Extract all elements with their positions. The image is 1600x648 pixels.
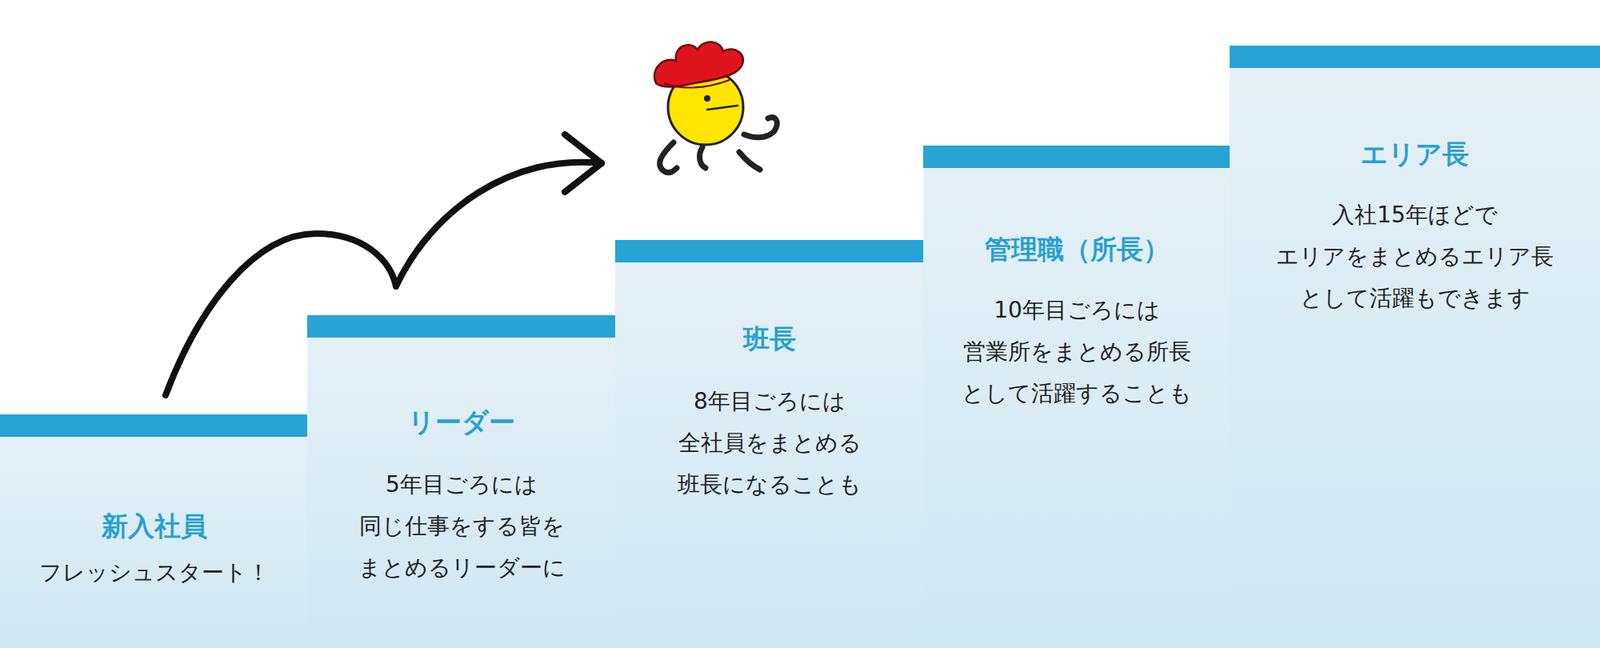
step-description: 8年目ごろには 全社員をまとめる 班長になることも <box>677 380 862 506</box>
career-step: 班長 8年目ごろには 全社員をまとめる 班長になることも <box>615 240 924 648</box>
step-description: 入社15年ほどで エリアをまとめるエリア長 として活躍もできます <box>1276 194 1554 320</box>
mascot-hat <box>654 41 744 87</box>
step-title: 新入社員 <box>0 508 308 544</box>
mascot-hat-brim <box>664 80 730 88</box>
step-title: エリア長 <box>1229 136 1600 172</box>
mascot-mouth <box>707 105 738 110</box>
mascot-arm <box>744 117 777 138</box>
step-description: 10年目ごろには 営業所をまとめる所長 として活躍することも <box>961 289 1192 415</box>
career-step: 管理職（所長） 10年目ごろには 営業所をまとめる所長 として活躍することも <box>923 145 1231 648</box>
career-step: 新入社員フレッシュスタート！ <box>0 414 308 648</box>
mascot-leg <box>660 142 677 173</box>
mascot-leg <box>700 147 706 168</box>
mascot-eye <box>704 95 711 102</box>
mascot <box>654 41 777 172</box>
step-title: リーダー <box>307 404 616 440</box>
career-step: リーダー 5年目ごろには 同じ仕事をする皆を まとめるリーダーに <box>307 315 616 648</box>
career-step: エリア長入社15年ほどで エリアをまとめるエリア長 として活躍もできます <box>1229 45 1600 648</box>
step-title: 管理職（所長） <box>923 232 1231 268</box>
step-description: フレッシュスタート！ <box>39 552 270 594</box>
step-title: 班長 <box>615 321 924 357</box>
arrow-head <box>564 134 602 192</box>
step-description: 5年目ごろには 同じ仕事をする皆を まとめるリーダーに <box>358 464 566 589</box>
mascot-arm <box>739 152 760 170</box>
